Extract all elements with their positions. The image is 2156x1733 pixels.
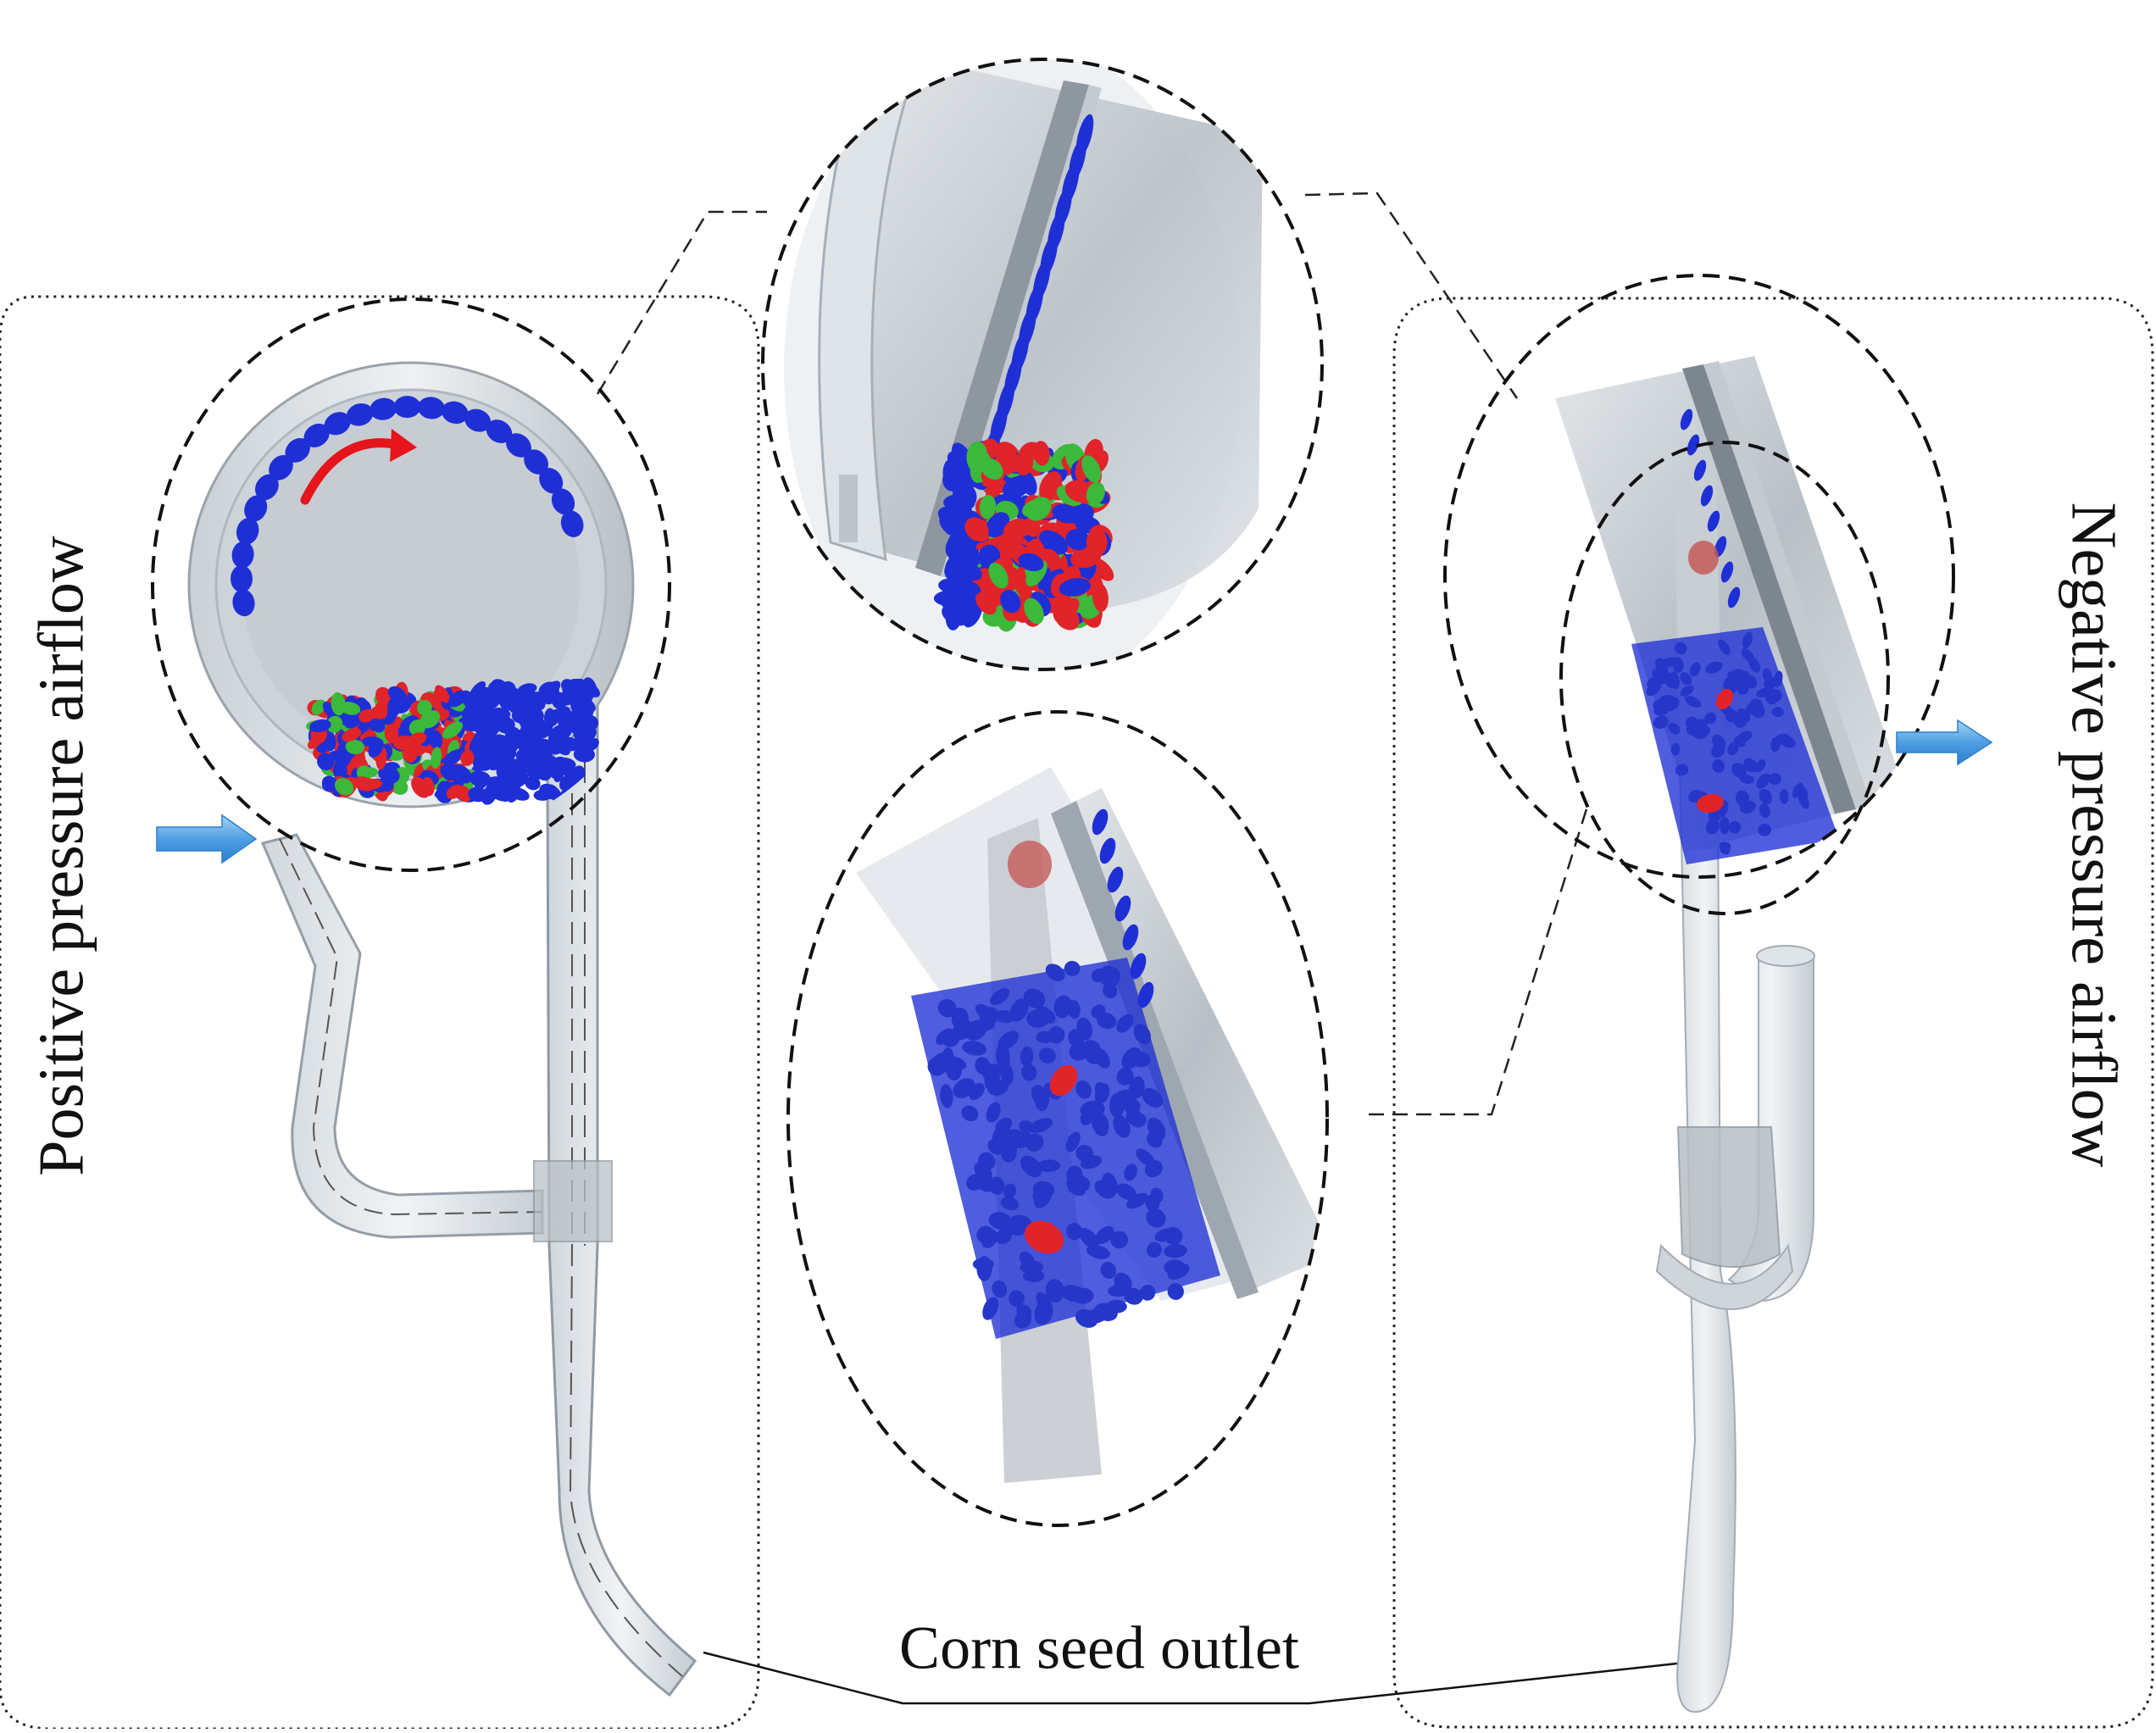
left-device (187, 361, 697, 1697)
zoom-connectors (596, 192, 1591, 1116)
top-zoom-detail (784, 59, 1263, 669)
right-device (1555, 356, 1907, 1714)
seed-outlet-label: Corn seed outlet (899, 1614, 1299, 1682)
arrowhead (390, 429, 417, 462)
right-arrow-icon (1896, 719, 1993, 766)
seed-holes-ring (230, 396, 584, 617)
middle-zoom-ellipse (786, 710, 1329, 1527)
positive-airflow-label: Positive pressure airflow (25, 536, 97, 1176)
right-outer-zoom-ellipse (1443, 274, 1955, 879)
top-zoom-ellipse (761, 58, 1324, 671)
middle-zoom-detail (856, 767, 1327, 1483)
outlet-pointers (703, 1651, 1717, 1705)
right-arrow-icon (156, 814, 258, 864)
curved-arrow-icon (300, 438, 403, 505)
left-zoom-circle (151, 297, 671, 872)
negative-airflow-label: Negative pressure airflow (2058, 502, 2130, 1168)
right-inner-zoom-ellipse (1559, 441, 1890, 915)
